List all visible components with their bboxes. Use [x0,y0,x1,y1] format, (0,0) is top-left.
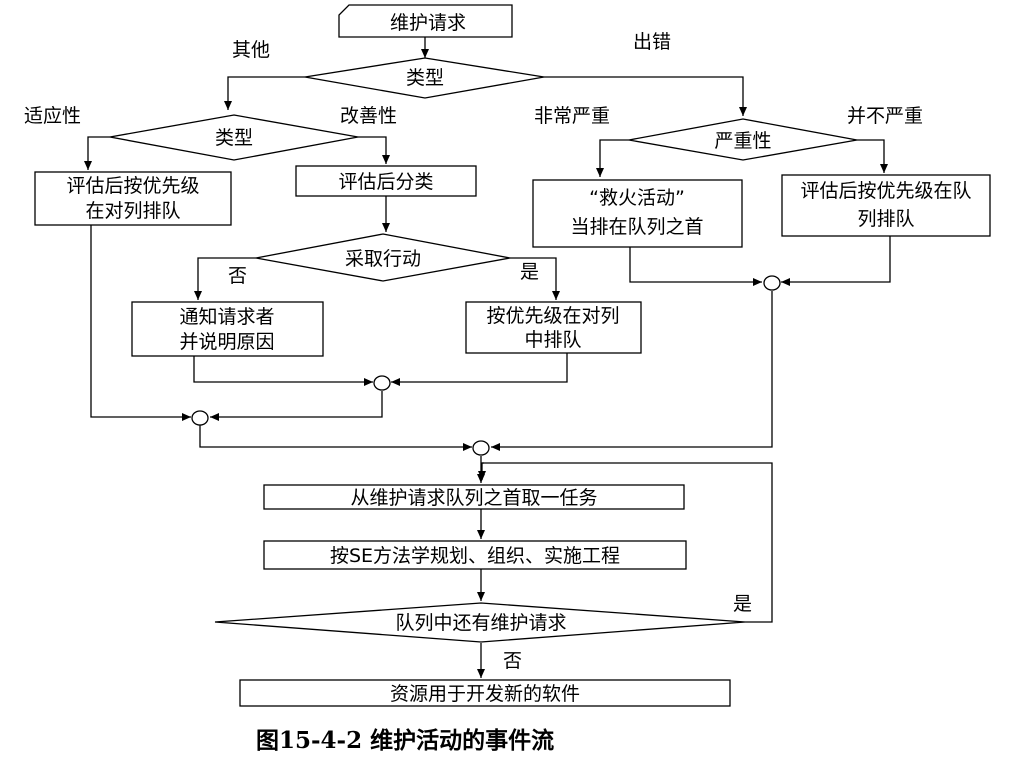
eval-queue-left-line2: 在对列排队 [85,200,180,222]
take-action-decision: 采取行动 [255,233,511,282]
edge-label-adaptive: 适应性 [24,105,81,127]
plan-box: 按SE方法学规划、组织、实施工程 [263,540,687,570]
edge-label-yes-loop: 是 [733,593,752,615]
eval-queue-right-line1: 评估后按优先级在队 [800,180,971,202]
edge-label-no-action: 否 [228,265,247,287]
fire-fight-line2: 当排在队列之首 [570,216,703,238]
edge-label-other: 其他 [232,39,270,61]
edge-label-not-serious: 并不严重 [847,105,923,127]
queue-priority-line2: 中排队 [524,329,581,351]
edge-label-yes-action: 是 [520,261,539,283]
queue-priority-line1: 按优先级在对列 [486,305,619,327]
merge-circle [472,440,490,456]
type-label: 类型 [406,67,444,89]
eval-queue-left-box: 评估后按优先级 在对列排队 [34,171,232,226]
merge-circle [763,275,781,291]
eval-queue-left-line1: 评估后按优先级 [66,175,199,197]
notify-box: 通知请求者 并说明原因 [131,301,324,357]
type-label: 类型 [215,127,253,149]
more-requests-decision: 队列中还有维护请求 [214,602,746,643]
merge-circle [373,375,391,391]
edge-label-very-serious: 非常严重 [534,105,610,127]
request-node: 维护请求 [338,4,513,38]
eval-queue-right-line2: 列排队 [857,208,914,230]
more-requests-label: 队列中还有维护请求 [395,612,566,634]
fire-fight-box: “救火活动” 当排在队列之首 [532,179,743,248]
edge-label-no-end: 否 [503,650,522,672]
type-decision-main: 类型 [304,57,545,99]
edge-labels: 其他 出错 适应性 改善性 非常严重 并不严重 否 是 是 否 [24,31,923,672]
eval-queue-right-box: 评估后按优先级在队 列排队 [781,174,991,237]
figure-caption: 图15-4-2 维护活动的事件流 [256,727,554,754]
eval-classify-box: 评估后分类 [295,165,477,197]
eval-classify-label: 评估后分类 [338,171,433,193]
severity-decision: 严重性 [628,118,858,161]
type-decision-secondary: 类型 [109,114,359,161]
edge-label-perfective: 改善性 [340,105,397,127]
plan-label: 按SE方法学规划、组织、实施工程 [330,545,620,567]
notify-line2: 并说明原因 [179,331,274,353]
queue-priority-box: 按优先级在对列 中排队 [465,301,642,354]
notify-line1: 通知请求者 [179,306,274,328]
fire-fight-line1: “救火活动” [589,187,685,209]
request-label: 维护请求 [390,12,466,34]
merge-circle [191,410,209,426]
severity-label: 严重性 [714,130,771,152]
new-software-box: 资源用于开发新的软件 [239,679,731,707]
take-task-label: 从维护请求队列之首取一任务 [350,487,597,509]
take-action-label: 采取行动 [345,248,421,270]
edge-label-error: 出错 [633,31,671,53]
connectors [84,37,891,678]
new-software-label: 资源用于开发新的软件 [390,683,580,705]
take-task-box: 从维护请求队列之首取一任务 [263,484,685,510]
